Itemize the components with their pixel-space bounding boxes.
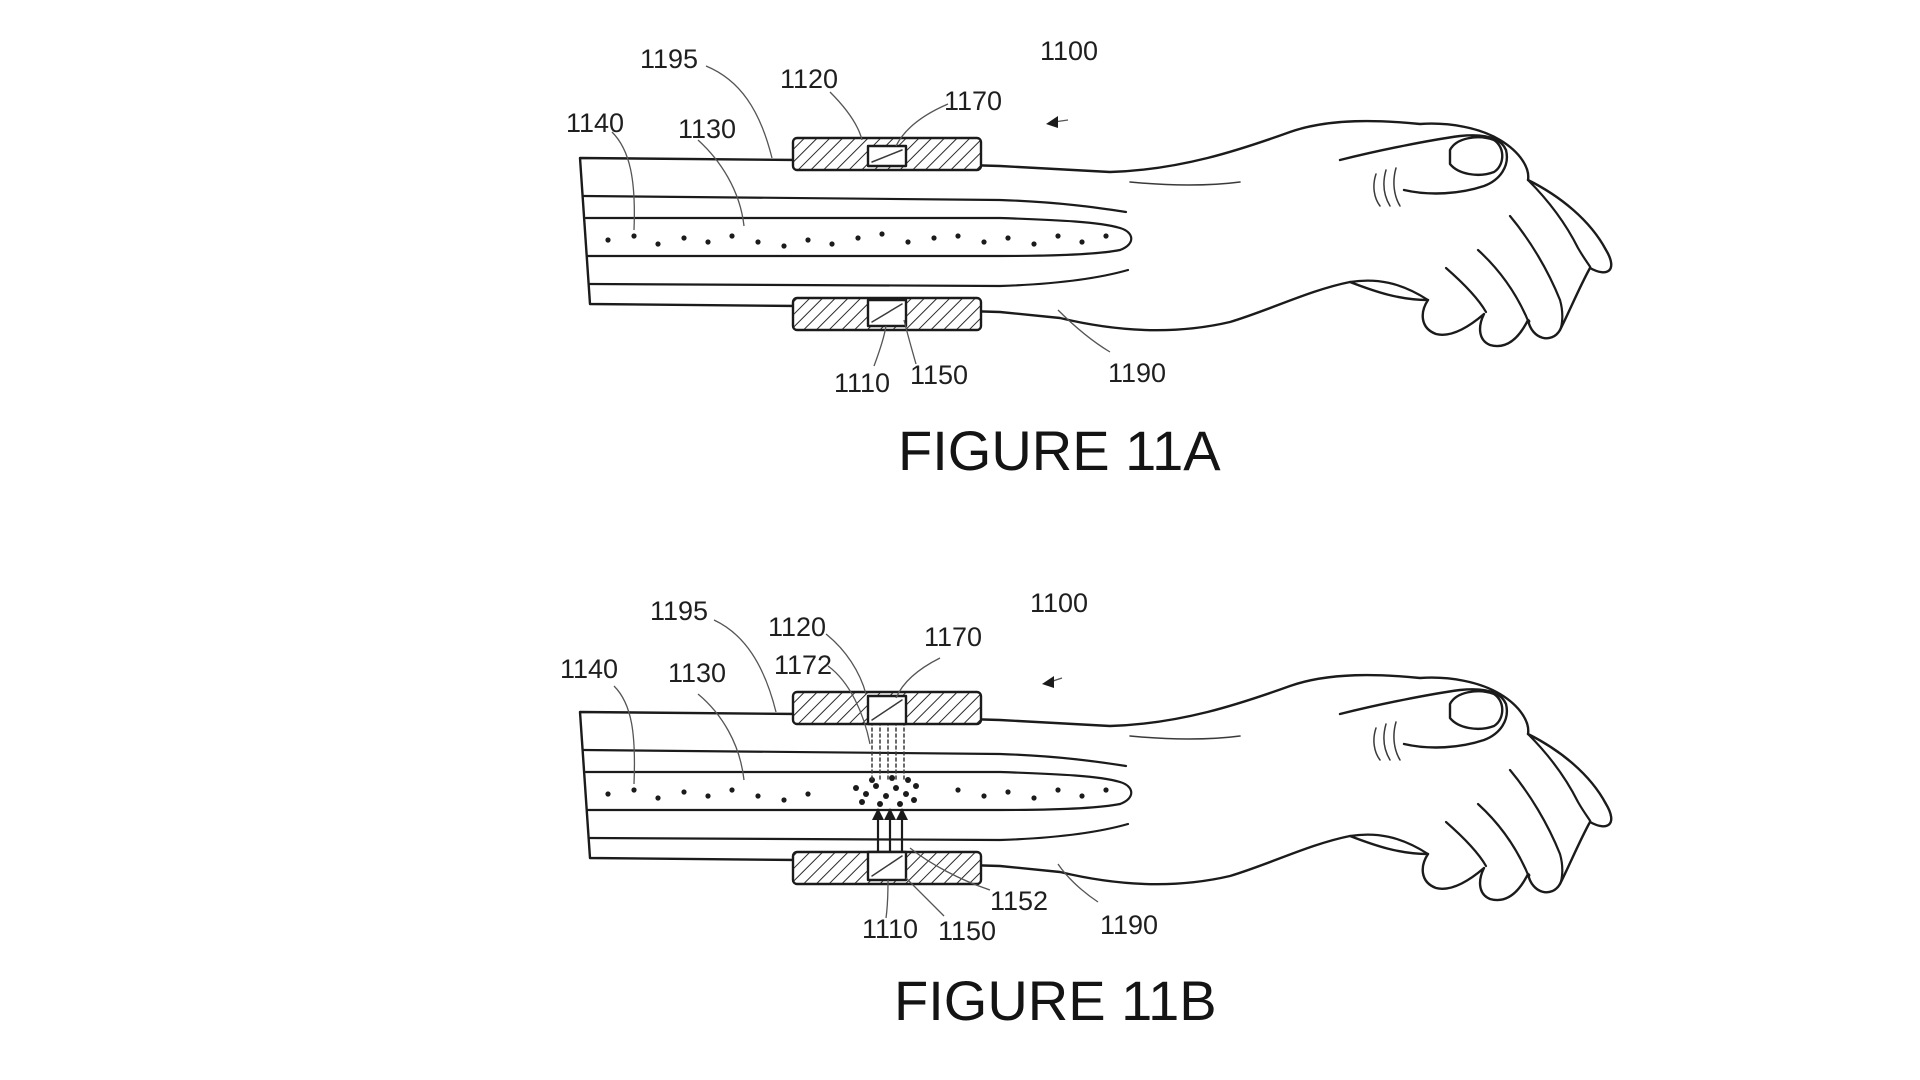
ref-1110: 1110 [862, 914, 918, 944]
ref-1170: 1170 [944, 86, 1002, 116]
arm-outline [578, 119, 1613, 348]
leader-1152 [909, 847, 991, 891]
finger-index [1526, 732, 1592, 824]
leader-1120 [825, 633, 867, 695]
ref-1130: 1130 [678, 114, 736, 144]
knuckle-lines [1373, 167, 1401, 207]
leader-1110 [873, 325, 887, 367]
ref-1150: 1150 [910, 360, 968, 390]
emitter-arrows-bottom [872, 808, 908, 854]
finger-middle [1508, 214, 1564, 332]
finger-middle [1508, 768, 1564, 886]
layer-vessel-top [584, 216, 1122, 230]
ref-1195: 1195 [650, 596, 708, 626]
ref-1120: 1120 [768, 612, 826, 642]
arrowhead-1100 [1042, 676, 1054, 688]
ref-1172: 1172 [774, 650, 832, 680]
wrist-crease [1129, 181, 1241, 186]
layer-outer [582, 194, 1128, 214]
ref-1152: 1152 [990, 886, 1048, 916]
ref-1190: 1190 [1100, 910, 1158, 940]
leader-1110 [885, 879, 889, 919]
layer-vessel-bottom [586, 802, 1122, 812]
ref-1190: 1190 [1108, 358, 1166, 388]
figure-11b: 1195 1120 1172 1170 1100 1140 1130 1110 … [560, 588, 1613, 1032]
layer-inner-bottom [588, 268, 1130, 288]
ref-1195: 1195 [640, 44, 698, 74]
knuckle-lines [1373, 721, 1401, 761]
vessel-particles [605, 231, 1109, 249]
ref-1120: 1120 [780, 64, 838, 94]
ref-1140: 1140 [566, 108, 624, 138]
leader-1172 [827, 665, 871, 745]
leader-1195 [713, 619, 777, 713]
leader-1195 [705, 65, 773, 159]
arrowhead-1100 [1046, 116, 1058, 128]
finger-little [1444, 820, 1488, 868]
leader-1150 [905, 877, 945, 917]
ref-1140: 1140 [560, 654, 618, 684]
thumbnail [1448, 136, 1504, 176]
layer-vessel-tip [1118, 226, 1133, 252]
leader-1130 [697, 139, 745, 227]
finger-ring [1476, 248, 1531, 323]
vessel-particles [605, 787, 1109, 803]
ref-1130: 1130 [668, 658, 726, 688]
leader-1150 [903, 319, 917, 365]
palm-crease [1348, 833, 1430, 856]
figure-11a: 1195 1120 1170 1100 1140 1130 1110 1150 … [566, 36, 1613, 482]
layer-vessel-bottom [586, 248, 1122, 258]
leader-1190 [1057, 309, 1111, 353]
ref-1100: 1100 [1040, 36, 1098, 66]
leader-1130 [697, 693, 745, 781]
leader-1190 [1057, 863, 1099, 903]
leader-1170 [895, 657, 941, 699]
wrist-crease [1129, 735, 1241, 740]
module-bottom-mark [871, 303, 903, 323]
layer-outer [582, 748, 1128, 768]
module-bottom-mark [871, 855, 903, 877]
palm-crease [1348, 279, 1430, 302]
finger-index [1526, 178, 1592, 270]
layer-inner-bottom [588, 822, 1130, 842]
ref-1170: 1170 [924, 622, 982, 652]
module-top-mark [871, 699, 903, 721]
leader-1170 [895, 103, 949, 147]
ref-1110: 1110 [834, 368, 890, 398]
leader-1120 [829, 91, 863, 141]
leader-1140 [613, 685, 636, 785]
leader-1140 [611, 131, 635, 231]
finger-little [1444, 266, 1488, 314]
caption-figure-11a: FIGURE 11A [898, 419, 1221, 482]
ref-1100: 1100 [1030, 588, 1088, 618]
caption-figure-11b: FIGURE 11B [894, 969, 1217, 1032]
emitter-rays-top [871, 721, 905, 781]
thumbnail [1448, 690, 1504, 730]
particle-cluster [853, 775, 919, 807]
layer-vessel-tip [1118, 780, 1133, 806]
module-top-mark [871, 149, 903, 163]
finger-ring [1476, 802, 1531, 877]
layer-vessel-top [584, 770, 1122, 784]
arm-outline [578, 673, 1613, 902]
ref-1150: 1150 [938, 916, 996, 946]
